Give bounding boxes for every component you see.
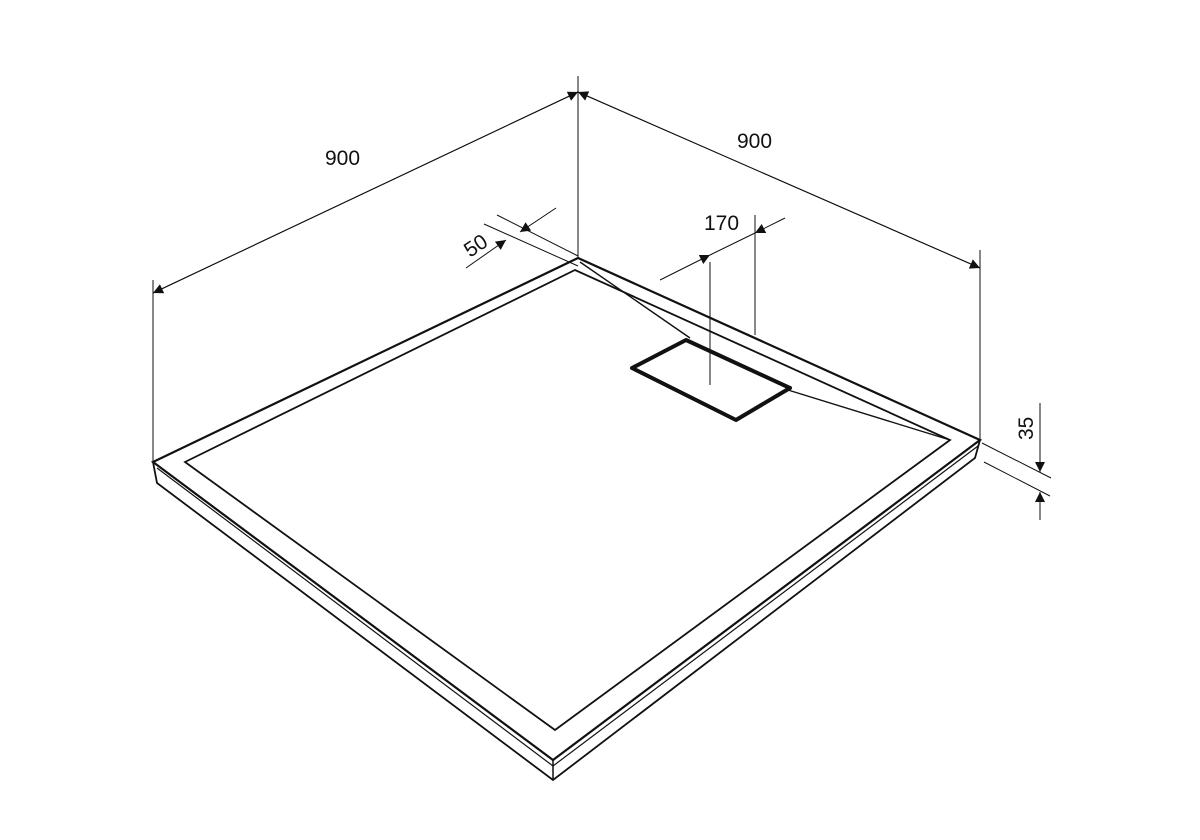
- drain-grate: [630, 338, 792, 422]
- tray-outline: [150, 256, 983, 782]
- dimension-drain: 170: [659, 212, 786, 385]
- dim-label-height: 35: [1015, 417, 1038, 440]
- dimension-height: 35: [981, 403, 1052, 520]
- dimension-width-left: 900: [152, 76, 579, 462]
- dimension-width-right: 900: [577, 91, 981, 440]
- dim-label-rim: 50: [460, 230, 492, 262]
- dimension-rim: 50: [460, 207, 579, 269]
- dim-label-width-right: 900: [737, 130, 772, 153]
- dim-label-width-left: 900: [325, 147, 360, 170]
- dim-label-drain: 170: [704, 212, 739, 235]
